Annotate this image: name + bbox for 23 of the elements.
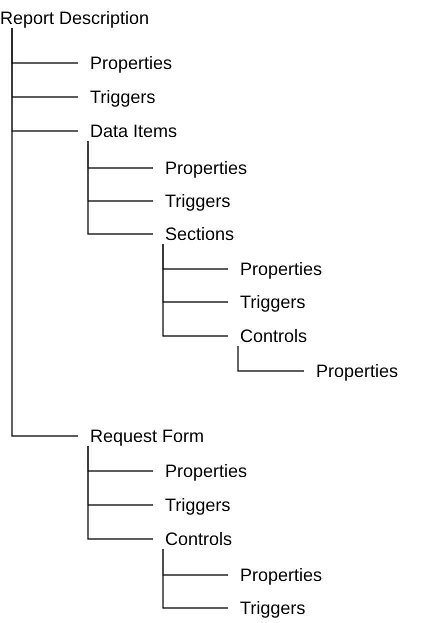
tree-item-label: Properties	[316, 361, 398, 381]
tree-item-label: Controls	[165, 529, 232, 549]
tree-item-label: Properties	[240, 565, 322, 585]
tree-connector	[87, 141, 153, 235]
tree-item-label: Report Description	[0, 8, 150, 28]
tree-item-label: Properties	[165, 461, 248, 481]
tree-item-label: Triggers	[165, 191, 230, 211]
tree-item-label: Properties	[165, 158, 248, 178]
tree-item-label: Sections	[165, 224, 234, 244]
tree-item-label: Data Items	[90, 121, 178, 141]
tree-item-label: Triggers	[240, 292, 306, 312]
tree-item-label: Triggers	[240, 598, 306, 618]
tree-connector	[87, 446, 153, 540]
tree-connector	[162, 244, 228, 337]
tree-item-label: Controls	[240, 326, 308, 346]
tree-item-label: Properties	[240, 259, 322, 279]
tree-connector	[237, 346, 304, 372]
tree-item-label: Triggers	[165, 495, 230, 515]
tree-item-label: Properties	[90, 53, 172, 73]
tree-connector	[11, 28, 78, 437]
tree-item-label: Triggers	[90, 87, 156, 107]
tree-item-label: Request Form	[90, 426, 204, 446]
tree-connector	[162, 549, 228, 609]
